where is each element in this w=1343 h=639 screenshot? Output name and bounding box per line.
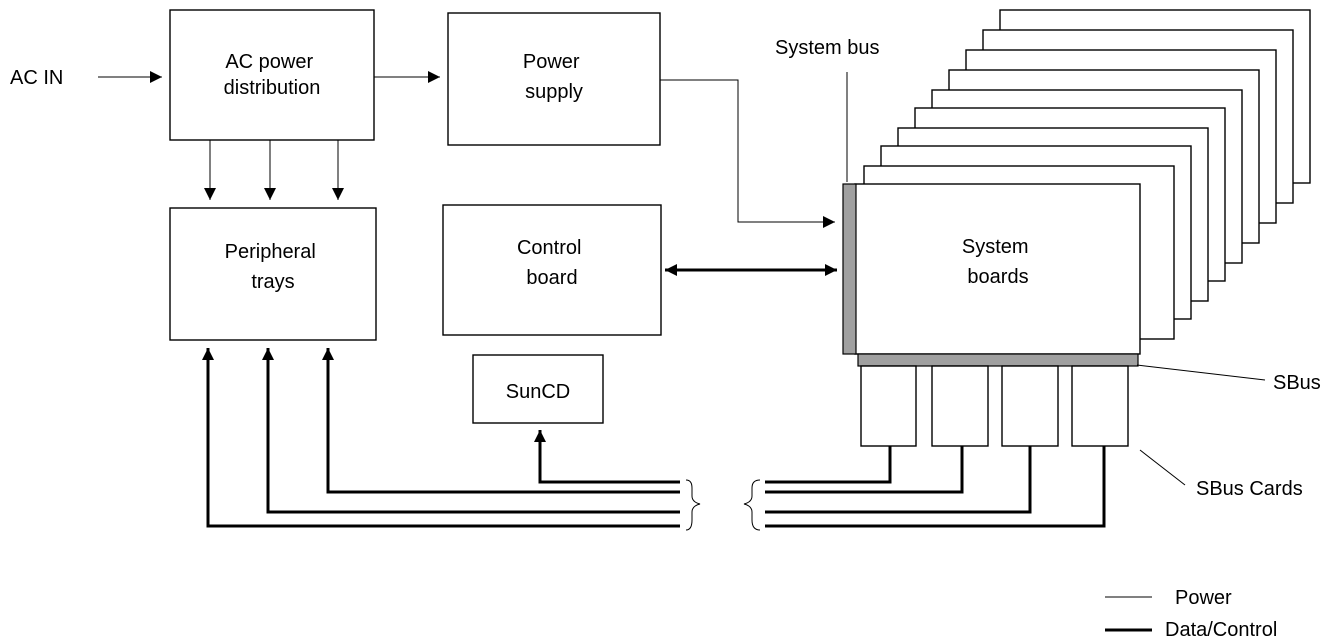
system-bus-label: System bus — [775, 37, 879, 59]
sbus-pointer — [1136, 364, 1266, 381]
data-line-to-trays — [262, 348, 680, 514]
supply-to-boards-line — [660, 79, 835, 228]
legend: Power Data/Control — [1105, 587, 1277, 639]
sbus-card — [931, 365, 989, 447]
suncd-label: SunCD — [506, 381, 570, 403]
ac-power-distribution-box — [169, 9, 375, 141]
data-line-from-card — [765, 446, 964, 494]
system-boards-label: System boards — [962, 236, 1034, 288]
control-board-label: Control board — [517, 237, 587, 289]
data-line-from-card — [765, 446, 892, 484]
data-line-to-trays — [202, 348, 680, 528]
sbus-card — [860, 365, 917, 447]
brace-right — [743, 479, 761, 531]
peripheral-trays-box — [169, 207, 377, 341]
ac-power-label: AC power distribution — [224, 51, 321, 99]
data-line-to-trays — [322, 348, 680, 494]
sbus-cards-label: SBus Cards — [1196, 478, 1303, 500]
sbus-bar — [857, 353, 1139, 367]
legend-data-control-label: Data/Control — [1165, 619, 1277, 639]
system-board-front — [854, 183, 1141, 355]
data-line-from-card — [765, 446, 1106, 528]
sbus-cards-pointer — [1139, 449, 1186, 486]
sbus-card — [1001, 365, 1059, 447]
sbus-card — [1071, 365, 1129, 447]
power-supply-label: Power supply — [523, 51, 585, 103]
peripheral-trays-label: Peripheral trays — [225, 241, 322, 293]
sbus-label: SBus — [1273, 372, 1321, 394]
data-line-to-suncd — [534, 430, 680, 484]
control-board-box — [442, 204, 662, 336]
brace-left — [685, 479, 701, 531]
system-board-stack — [854, 9, 1311, 355]
system-bus-bar — [842, 183, 857, 355]
legend-power-label: Power — [1175, 587, 1232, 609]
suncd-box — [472, 354, 604, 424]
ac-in-label: AC IN — [10, 67, 63, 89]
data-line-from-card — [765, 446, 1032, 514]
power-supply-box — [447, 12, 661, 146]
